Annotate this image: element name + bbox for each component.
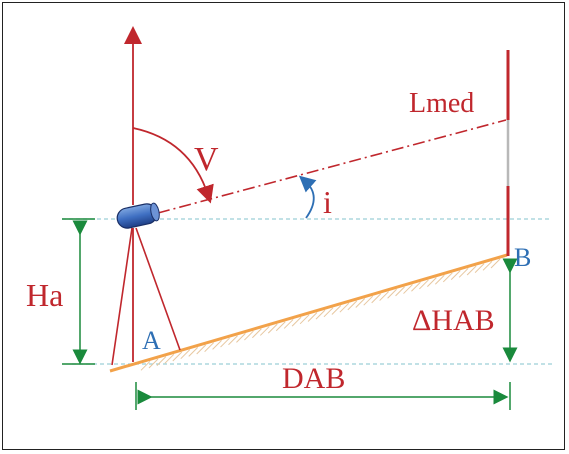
instrument-height-label: Ha (26, 277, 63, 313)
point-a-label: A (142, 326, 161, 355)
ground-hatching (140, 258, 501, 371)
horizontal-distance-dimension (135, 382, 511, 410)
vertical-angle-label: V (194, 141, 219, 178)
instrument-height-dimension (62, 218, 95, 365)
horizontal-distance-label: DAB (282, 362, 345, 395)
inclination-angle-arc (298, 175, 317, 219)
tripod-leg-left (111, 227, 133, 366)
point-b-label: B (514, 243, 531, 272)
rod-reading-label: Lmed (409, 88, 474, 119)
line-of-sight (157, 119, 507, 214)
height-difference-label: ΔHAB (412, 304, 495, 337)
ground-line (109, 253, 508, 373)
telescope-icon (116, 202, 160, 229)
diagram-frame (2, 2, 565, 450)
vertical-angle-arc (132, 127, 214, 204)
tripod-leg-right (135, 227, 181, 351)
inclination-angle-label: i (323, 184, 332, 220)
